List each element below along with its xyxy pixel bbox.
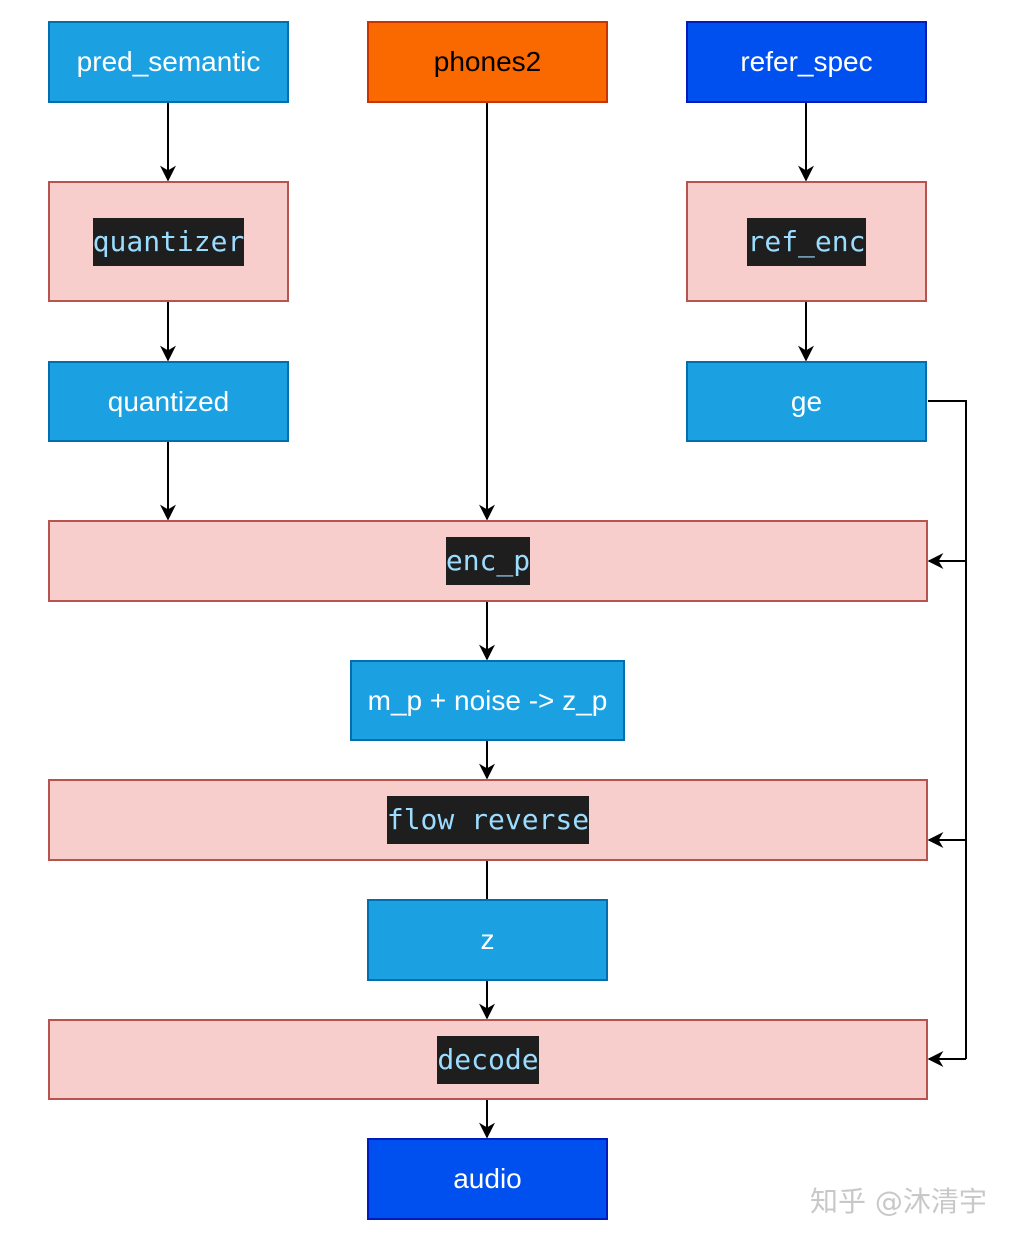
z-node: z <box>367 899 608 981</box>
z-label: z <box>480 924 495 955</box>
quantizer-label: quantizer <box>92 217 245 266</box>
ge-node: ge <box>686 361 927 442</box>
ref-enc-label: ref_enc <box>747 217 866 266</box>
noise-step-node: m_p + noise -> z_p <box>350 660 625 741</box>
quantized-label: quantized <box>107 385 230 417</box>
quantized-node: quantized <box>48 361 289 442</box>
decode-module: decode <box>48 1019 928 1100</box>
enc-p-label: enc_p <box>445 537 531 585</box>
flow-reverse-module: flow reverse <box>48 779 928 861</box>
ge-label: ge <box>790 385 823 417</box>
refer-spec-label: refer_spec <box>740 46 873 77</box>
phones2-node: phones2 <box>367 21 608 103</box>
refer-spec-node: refer_spec <box>686 21 927 103</box>
pred-semantic-node: pred_semantic <box>48 21 289 103</box>
flow-reverse-label: flow reverse <box>386 796 590 844</box>
line-ge-bus <box>928 400 967 1059</box>
pred-semantic-label: pred_semantic <box>76 46 261 77</box>
phones2-label: phones2 <box>433 46 542 77</box>
decode-label: decode <box>437 1035 539 1084</box>
watermark: 知乎 @沐清宇 <box>810 1185 987 1218</box>
enc-p-module: enc_p <box>48 520 928 602</box>
quantizer-module: quantizer <box>48 181 289 302</box>
noise-step-label: m_p + noise -> z_p <box>367 684 608 716</box>
audio-label: audio <box>453 1163 522 1194</box>
ref-enc-module: ref_enc <box>686 181 927 302</box>
audio-node: audio <box>367 1138 608 1220</box>
